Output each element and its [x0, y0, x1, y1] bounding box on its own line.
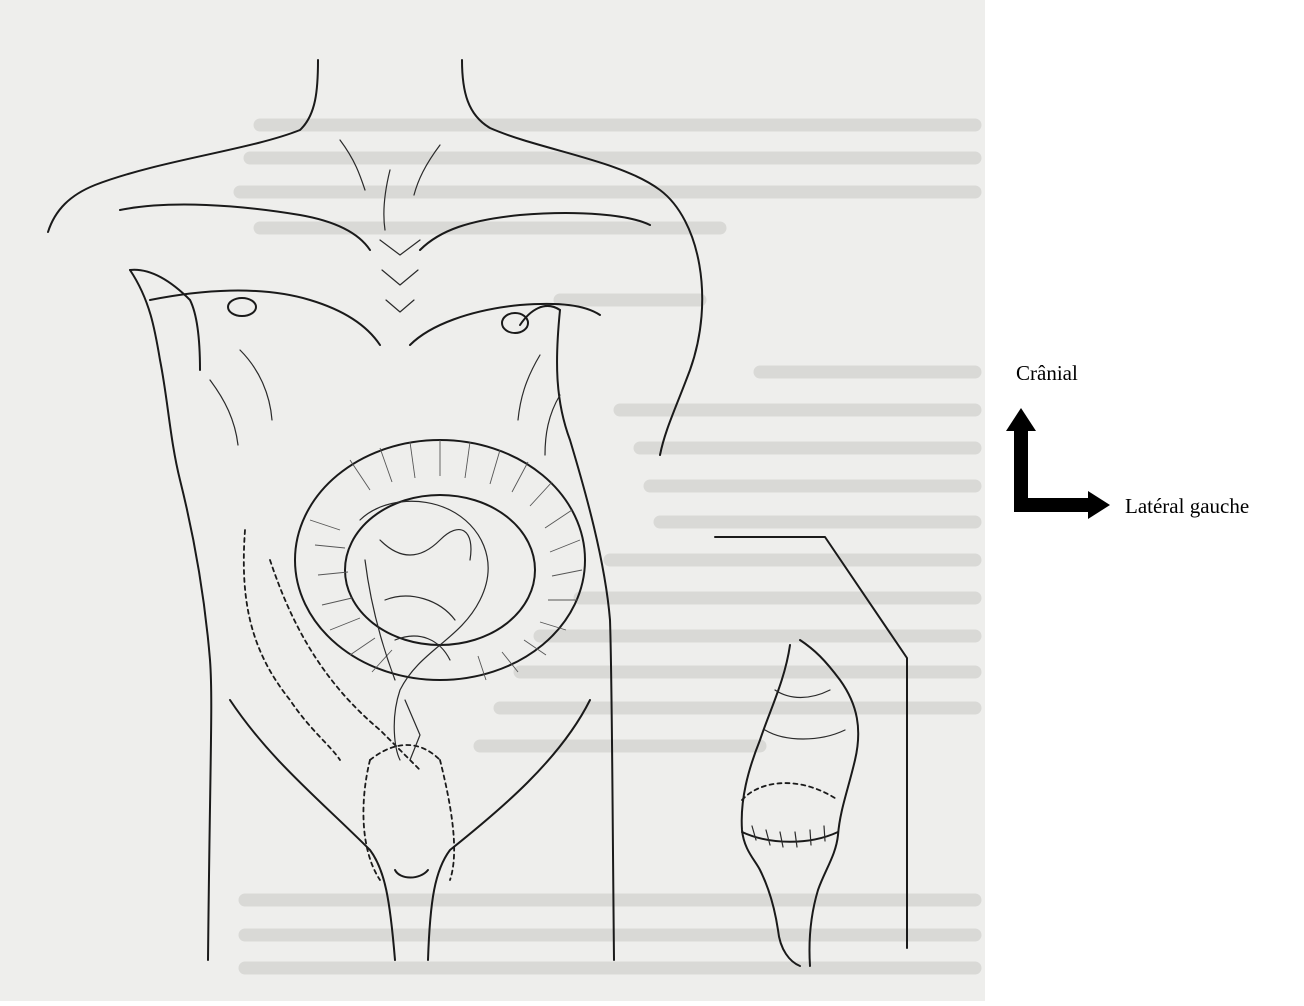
anatomical-illustration	[0, 0, 985, 1001]
dashed-outlines	[244, 530, 454, 880]
cranial-label: Crânial	[1016, 361, 1078, 386]
inset-bowel-segment	[742, 640, 859, 966]
orientation-arrows-icon	[1000, 400, 1120, 525]
lateral-arrowhead	[1088, 491, 1110, 519]
cranial-arrowhead	[1006, 408, 1036, 431]
lateral-left-label: Latéral gauche	[1125, 494, 1249, 519]
lateral-arrow-shaft	[1014, 498, 1092, 512]
illustration-svg	[0, 0, 985, 1001]
